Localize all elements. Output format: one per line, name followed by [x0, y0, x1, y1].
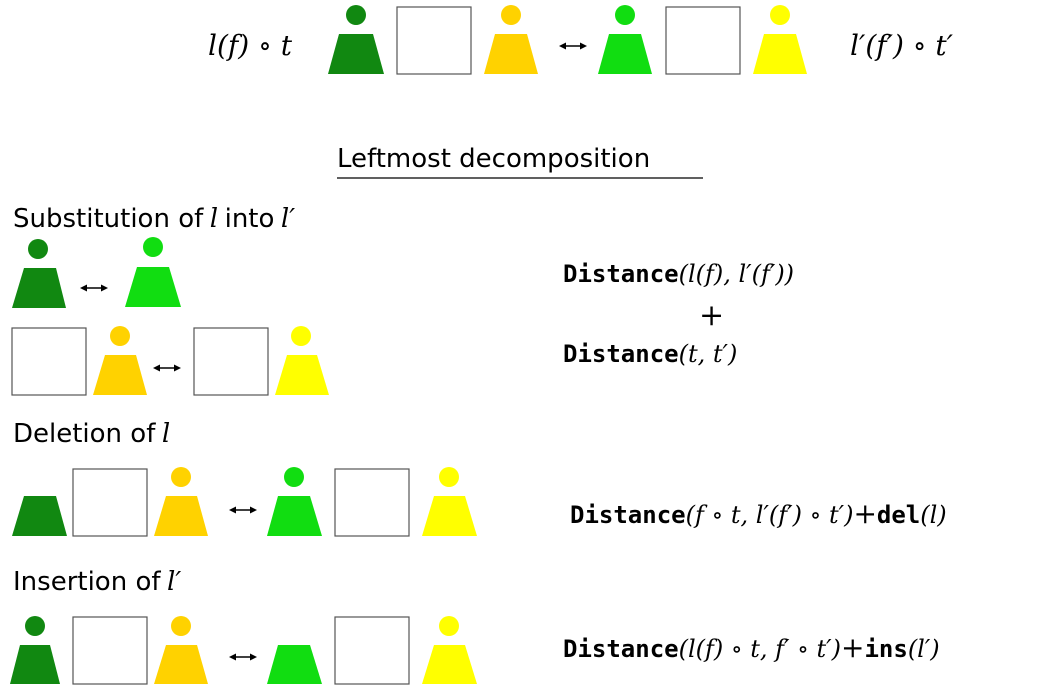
- node-t-dark-yellow: [484, 5, 538, 74]
- substitution-heading: Substitution of l into l′: [13, 204, 295, 234]
- node-lprime-light-green: [598, 5, 652, 74]
- plus-sign: +: [853, 497, 876, 530]
- section-title: Leftmost decomposition: [337, 144, 650, 174]
- node-l-dark-green-no-head: [12, 496, 67, 536]
- ins-args: (l′): [908, 635, 940, 663]
- distance-args: (t, t′): [679, 340, 738, 368]
- forest-box-f: [72, 616, 148, 685]
- node-l-dark-green: [328, 5, 384, 74]
- distance-function: Distance: [563, 260, 679, 288]
- plus-sign: +: [841, 631, 864, 664]
- double-arrow-icon: [229, 653, 257, 661]
- forest-box-f: [396, 6, 472, 75]
- forest-box-fprime: [665, 6, 741, 75]
- top-tree-right: [598, 5, 807, 75]
- deletion-heading-text: Deletion of: [13, 419, 156, 449]
- distance-args: (l(f) ∘ t, f′ ∘ t′): [679, 635, 841, 663]
- substitution-row-2: [11, 326, 329, 396]
- forest-box-fprime: [334, 468, 410, 537]
- double-arrow-icon: [559, 42, 587, 50]
- deletion-heading-l: l: [162, 419, 170, 449]
- plus-sign: +: [699, 298, 724, 333]
- substitution-heading-l: l: [210, 204, 218, 234]
- deletion-formula: Distance(f ∘ t, l′(f′) ∘ t′)+del(l): [570, 497, 947, 530]
- node-t-dark-yellow: [154, 467, 208, 536]
- insertion-row: [10, 616, 477, 685]
- del-function: del: [877, 501, 920, 529]
- node-lprime-light-green: [267, 467, 322, 536]
- node-tprime-light-yellow: [422, 467, 477, 536]
- node-tprime-light-yellow: [275, 326, 329, 395]
- forest-box-f: [72, 468, 148, 537]
- distance-function: Distance: [570, 501, 686, 529]
- node-l-dark-green: [12, 239, 66, 308]
- forest-box-fprime: [193, 327, 269, 396]
- top-tree-left: [328, 5, 538, 75]
- double-arrow-icon: [153, 364, 181, 372]
- top-left-expression: l(f) ∘ t: [208, 29, 293, 62]
- node-tprime-light-yellow: [753, 5, 807, 74]
- ins-function: ins: [864, 635, 907, 663]
- insertion-heading: Insertion of l′: [13, 567, 181, 597]
- substitution-heading-lprime: l′: [281, 204, 295, 234]
- distance-function: Distance: [563, 635, 679, 663]
- double-arrow-icon: [229, 506, 257, 514]
- forest-box-f: [11, 327, 87, 396]
- distance-args: (f ∘ t, l′(f′) ∘ t′): [686, 501, 854, 529]
- forest-box-fprime: [334, 616, 410, 685]
- distance-args: (l(f), l′(f′)): [679, 260, 794, 288]
- insertion-heading-text: Insertion of: [13, 567, 161, 597]
- substitution-row-1: [12, 237, 181, 308]
- node-tprime-light-yellow: [422, 616, 477, 684]
- node-lprime-light-green: [125, 237, 181, 307]
- top-right-expression: l′(f′) ∘ t′: [850, 29, 954, 62]
- substitution-heading-into: into: [225, 204, 275, 234]
- node-lprime-light-green-no-head: [267, 645, 322, 684]
- substitution-heading-text: Substitution of: [13, 204, 204, 234]
- node-t-dark-yellow: [93, 326, 147, 395]
- insertion-formula: Distance(l(f) ∘ t, f′ ∘ t′)+ins(l′): [563, 631, 940, 664]
- deletion-row: [12, 467, 477, 537]
- deletion-heading: Deletion of l: [13, 419, 170, 449]
- insertion-heading-lprime: l′: [167, 567, 181, 597]
- node-l-dark-green: [10, 616, 60, 684]
- double-arrow-icon: [80, 284, 108, 292]
- distance-function: Distance: [563, 340, 679, 368]
- del-args: (l): [920, 501, 946, 529]
- node-t-dark-yellow: [154, 616, 208, 684]
- substitution-formula-1: Distance(l(f), l′(f′)): [563, 260, 794, 288]
- substitution-formula-2: Distance(t, t′): [563, 340, 737, 368]
